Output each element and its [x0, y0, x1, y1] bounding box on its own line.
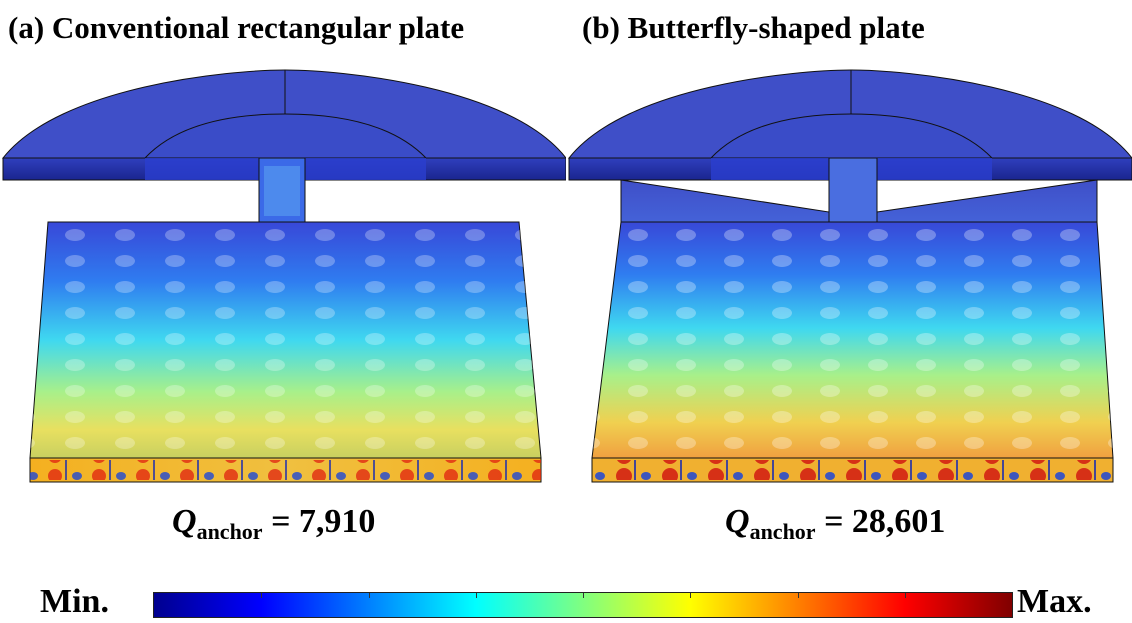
- butterfly-plate-simulation: [567, 69, 1132, 483]
- colorbar-tick: [583, 593, 584, 598]
- colorbar-tick: [797, 593, 799, 598]
- q-subscript: anchor: [749, 519, 816, 544]
- q-anchor-b: Qanchor = 28,601: [725, 500, 945, 554]
- rectangular-plate-simulation: [1, 69, 566, 483]
- panel-a-title: (a) Conventional rectangular plate: [8, 10, 465, 45]
- q-value: = 28,601: [824, 503, 946, 540]
- colorbar-tick: [690, 593, 692, 598]
- colorbar-tick: [904, 593, 906, 598]
- q-symbol: Q: [725, 503, 750, 540]
- colorbar-min-label: Min.: [40, 583, 109, 620]
- q-symbol: Q: [172, 503, 197, 540]
- colorbar-max-label: Max.: [1017, 583, 1092, 620]
- panel-b-title: (b) Butterfly-shaped plate: [582, 10, 925, 45]
- colorbar-tick: [475, 593, 477, 598]
- colorbar: [153, 592, 1013, 618]
- q-anchor-a: Qanchor = 7,910: [172, 500, 375, 554]
- colorbar-tick: [368, 593, 370, 598]
- colorbar-tick: [261, 593, 263, 598]
- q-value: = 7,910: [271, 503, 376, 540]
- q-subscript: anchor: [196, 519, 263, 544]
